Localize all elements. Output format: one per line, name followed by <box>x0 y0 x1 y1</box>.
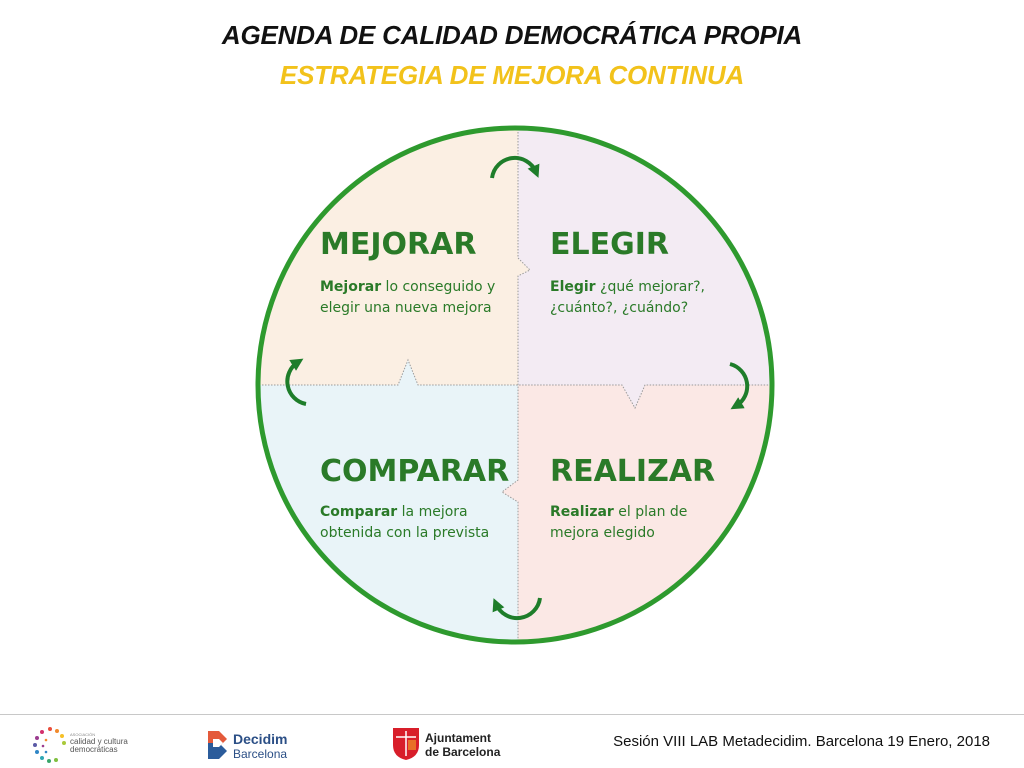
logo2-line1: Decidim <box>233 731 287 747</box>
logo1-small: ASOCIACIÓN <box>70 732 95 737</box>
page-subtitle: ESTRATEGIA DE MEJORA CONTINUA <box>279 60 745 90</box>
logo1-line2: democráticas <box>70 745 118 754</box>
mejorar-description-line2: elegir una nueva mejora <box>320 300 492 316</box>
logo3-line2: de Barcelona <box>425 745 501 759</box>
mejorar-line1-rest: lo conseguido y <box>381 279 495 295</box>
cycle-ring <box>255 125 775 645</box>
comparar-description-line1: Comparar la mejora <box>320 504 468 520</box>
top-cycle-arrow-icon <box>490 155 540 179</box>
comparar-line1-rest: la mejora <box>397 504 467 520</box>
elegir-description-line2: ¿cuánto?, ¿cuándo? <box>550 300 688 316</box>
realizar-bold: Realizar <box>550 504 614 520</box>
elegir-description-line1: Elegir ¿qué mejorar?, <box>550 279 705 295</box>
mejorar-description-line1: Mejorar lo conseguido y <box>320 279 495 295</box>
calidad-cultura-democraticas-logo: ASOCIACIÓN calidad y cultura democrática… <box>33 727 128 763</box>
ajuntament-barcelona-logo: Ajuntament de Barcelona <box>393 728 501 760</box>
realizar-line1-rest: el plan de <box>614 504 688 520</box>
left-cycle-arrow-icon <box>285 358 307 406</box>
mejorar-heading: MEJORAR <box>320 227 476 262</box>
bottom-cycle-arrow-icon <box>492 597 542 621</box>
logo2-line2: Barcelona <box>233 747 287 761</box>
logo3-line1: Ajuntament <box>425 731 491 745</box>
barcelona-shield-icon <box>393 728 419 760</box>
quadrant-dividers <box>258 128 772 642</box>
logo1-line1: calidad y cultura <box>70 737 128 746</box>
elegir-heading: ELEGIR <box>550 227 669 262</box>
realizar-heading: REALIZAR <box>550 454 715 489</box>
dotted-circle-icon <box>33 727 66 763</box>
decidim-icon <box>208 731 227 759</box>
footer-session-text: Sesión VIII LAB Metadecidim. Barcelona 1… <box>613 733 990 750</box>
realizar-description-line1: Realizar el plan de <box>550 504 687 520</box>
elegir-line1-rest: ¿qué mejorar?, <box>596 279 705 295</box>
realizar-description-line2: mejora elegido <box>550 525 655 541</box>
comparar-bold: Comparar <box>320 504 397 520</box>
elegir-bold: Elegir <box>550 279 596 295</box>
page-title: AGENDA DE CALIDAD DEMOCRÁTICA PROPIA <box>221 20 803 50</box>
footer-divider <box>0 714 1024 715</box>
mejorar-bold: Mejorar <box>320 279 381 295</box>
comparar-heading: COMPARAR <box>320 454 509 489</box>
improvement-cycle-diagram: MEJORAR Mejorar lo conseguido y elegir u… <box>255 125 775 645</box>
decidim-barcelona-logo: Decidim Barcelona <box>208 731 287 761</box>
right-cycle-arrow-icon <box>729 362 750 410</box>
comparar-description-line2: obtenida con la prevista <box>320 525 489 541</box>
